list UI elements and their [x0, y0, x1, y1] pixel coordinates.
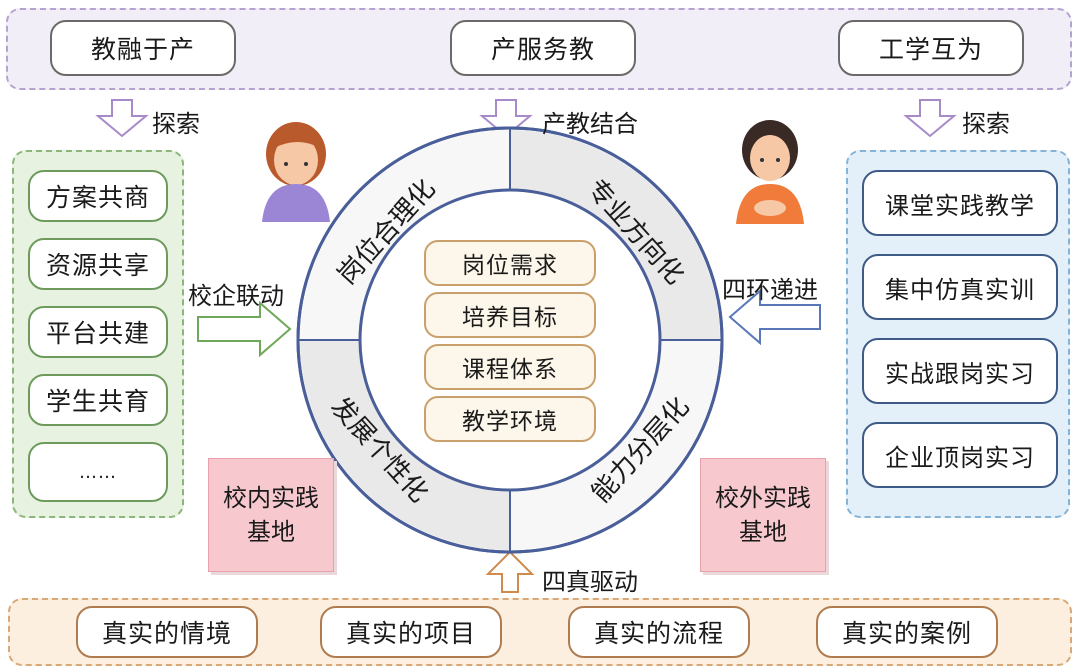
industry-education-label: 产教结合: [542, 110, 638, 138]
explore-label-left: 探索: [152, 110, 200, 138]
right-item-3: 实战跟岗实习: [862, 338, 1058, 404]
bottom-item-1: 真实的情境: [76, 606, 258, 658]
four-ring-label: 四环递进: [722, 276, 818, 304]
top-item-1: 教融于产: [50, 20, 236, 76]
inner-practice-base: 校内实践基地: [208, 458, 334, 572]
left-arrow-right-panel: [728, 288, 821, 346]
right-arrow-left-panel: [197, 300, 292, 358]
down-arrow-left: [95, 99, 149, 138]
right-item-1: 课堂实践教学: [862, 170, 1058, 236]
center-item-1: 岗位需求: [424, 240, 596, 286]
top-item-3: 工学互为: [838, 20, 1024, 76]
down-arrow-right: [903, 99, 957, 138]
right-item-2: 集中仿真实训: [862, 254, 1058, 320]
center-item-4: 教学环境: [424, 396, 596, 442]
left-item-5: ……: [28, 442, 168, 502]
left-item-3: 平台共建: [28, 306, 168, 358]
outer-practice-base: 校外实践基地: [700, 458, 826, 572]
school-enterprise-label: 校企联动: [188, 282, 284, 310]
left-item-1: 方案共商: [28, 170, 168, 222]
center-item-3: 课程体系: [424, 344, 596, 390]
teacher-left-figure: [262, 122, 330, 222]
bottom-item-3: 真实的流程: [568, 606, 750, 658]
top-item-2: 产服务教: [450, 20, 636, 76]
bottom-item-4: 真实的案例: [816, 606, 998, 658]
down-arrow-center: [479, 99, 533, 138]
left-item-2: 资源共享: [28, 238, 168, 290]
bottom-item-2: 真实的项目: [320, 606, 502, 658]
left-item-4: 学生共育: [28, 374, 168, 426]
center-item-2: 培养目标: [424, 292, 596, 338]
teacher-right-figure: [736, 120, 804, 224]
up-arrow-bottom: [485, 550, 535, 593]
explore-label-right: 探索: [962, 110, 1010, 138]
four-real-label: 四真驱动: [542, 568, 638, 596]
right-item-4: 企业顶岗实习: [862, 422, 1058, 488]
ring: [296, 126, 724, 554]
